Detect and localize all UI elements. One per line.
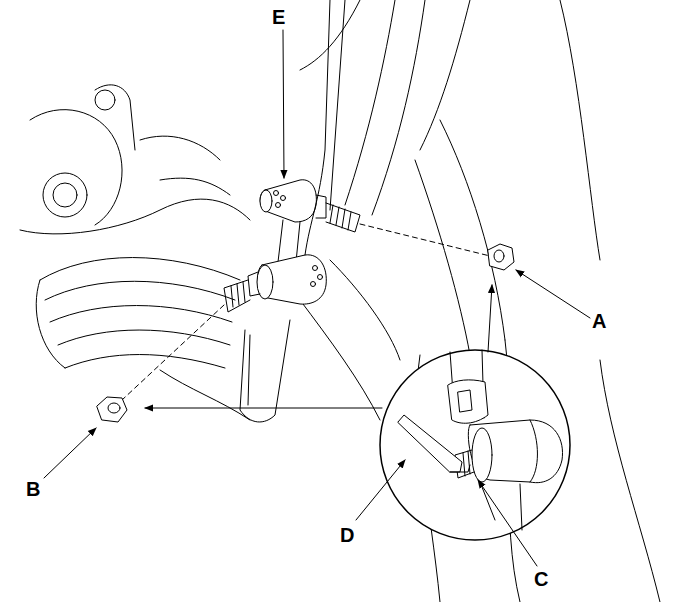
- callout-letter: B: [26, 478, 40, 500]
- callout-letter: A: [592, 310, 606, 332]
- callout-letter: C: [534, 568, 548, 590]
- callout-letter: E: [272, 6, 285, 28]
- callout-letter: D: [340, 524, 354, 546]
